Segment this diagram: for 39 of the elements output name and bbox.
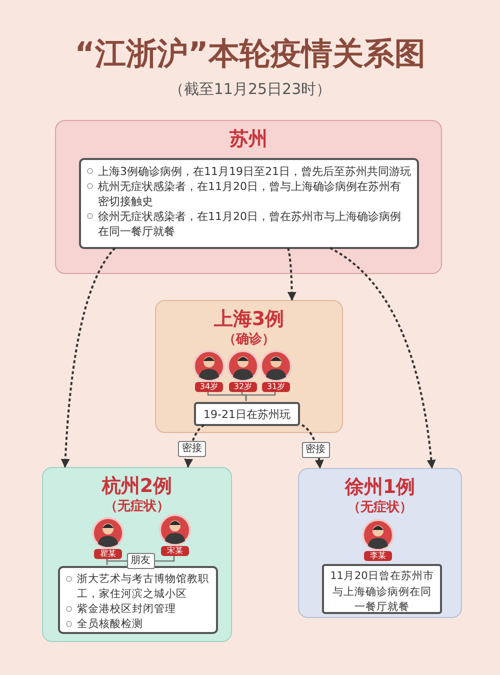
edge-label: 朋友 bbox=[126, 553, 154, 569]
bullet-item: 上海3例确诊病例，在11月19日至21日，曾先后至苏州共同游玩 bbox=[87, 164, 411, 179]
avatar-label: 34岁 bbox=[195, 382, 223, 392]
avatar-label: 宋某 bbox=[161, 546, 189, 556]
panel-title: 杭州2例 bbox=[100, 475, 174, 497]
edge-label: 密接 bbox=[302, 442, 330, 458]
text-box bbox=[194, 402, 300, 426]
bullet-item: 紫金港校区封闭管理 bbox=[66, 602, 210, 617]
group-panel bbox=[298, 468, 462, 618]
edge-label: 密接 bbox=[178, 441, 206, 458]
bullet-item: 徐州无症状感染者，在11月20日，曾在苏州市与上海确诊病例在同一餐厅就餐 bbox=[87, 209, 411, 239]
diagram-title: “江浙沪”本轮疫情关系图 bbox=[74, 35, 426, 73]
panel-title: 徐州1例 bbox=[344, 476, 416, 498]
avatar-label: 瞿某 bbox=[94, 549, 122, 559]
avatar-label: 李某 bbox=[364, 551, 392, 561]
dashed-arrow bbox=[330, 247, 436, 469]
bullet-item: 杭州无症状感染者，在11月20日，曾与上海确诊病例在苏州有密切接触史 bbox=[87, 179, 411, 209]
panel-title: 上海3例 bbox=[212, 308, 286, 330]
dashed-arrow bbox=[60, 247, 116, 468]
text-box bbox=[322, 564, 442, 614]
bullet-item: 全员核酸检测 bbox=[66, 617, 210, 632]
info-box bbox=[58, 566, 218, 634]
diagram-subtitle: （截至11月25日23时） bbox=[168, 79, 332, 99]
dashed-arrow bbox=[287, 248, 296, 301]
avatar-label: 31岁 bbox=[262, 382, 290, 392]
group-panel bbox=[55, 120, 442, 274]
info-box bbox=[79, 158, 419, 249]
connector-line bbox=[245, 391, 276, 401]
box-text: 19-21日在苏州玩 bbox=[202, 407, 292, 423]
panel-subtitle: （确诊） bbox=[222, 332, 276, 348]
avatar-label: 32岁 bbox=[229, 382, 257, 392]
connector-line bbox=[106, 558, 108, 565]
group-panel bbox=[42, 467, 232, 642]
panel-title: 苏州 bbox=[228, 128, 268, 150]
panel-subtitle: （无症状） bbox=[104, 499, 170, 515]
box-text: 11月20日曾在苏州市与上海确诊病例在同一餐厅就餐 bbox=[329, 569, 435, 615]
panel-subtitle: （无症状） bbox=[346, 500, 414, 516]
bullet-item: 浙大艺术与考古博物馆教职工，家住河滨之城小区 bbox=[66, 572, 210, 602]
group-panel bbox=[155, 300, 343, 433]
